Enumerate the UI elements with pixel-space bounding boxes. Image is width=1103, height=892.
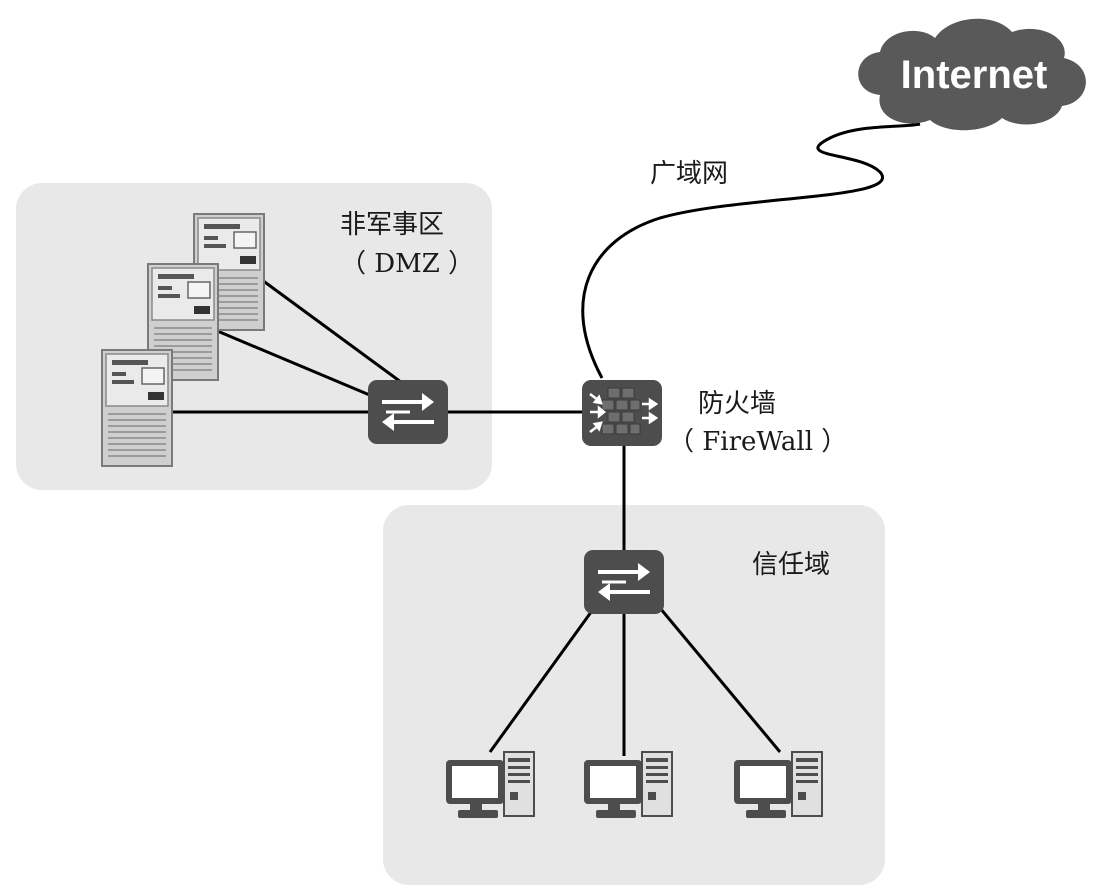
dmz-switch-icon bbox=[366, 378, 450, 446]
link-server-back-to-dmz-switch bbox=[261, 278, 406, 387]
dmz-title: 非军事区 bbox=[340, 210, 444, 240]
link-trusted-switch-to-pc-right bbox=[658, 607, 782, 753]
link-trusted-switch-to-pc-left bbox=[488, 607, 596, 753]
internet-label: Internet bbox=[901, 53, 1048, 97]
trusted-title: 信任域 bbox=[752, 550, 830, 580]
internet-cloud: Internet bbox=[858, 18, 1086, 131]
link-server-middle-to-dmz-switch bbox=[214, 328, 373, 398]
links bbox=[170, 122, 921, 756]
wan-link bbox=[581, 122, 921, 379]
dmz-subtitle: （ DMZ ） bbox=[340, 249, 474, 279]
firewall-subtitle: （ FireWall ） bbox=[668, 427, 847, 457]
trusted-switch-icon bbox=[582, 548, 666, 616]
firewall-title: 防火墙 bbox=[698, 389, 776, 419]
wan-label: 广域网 bbox=[650, 159, 728, 189]
server-front-icon bbox=[101, 349, 173, 467]
firewall-icon bbox=[582, 380, 662, 446]
